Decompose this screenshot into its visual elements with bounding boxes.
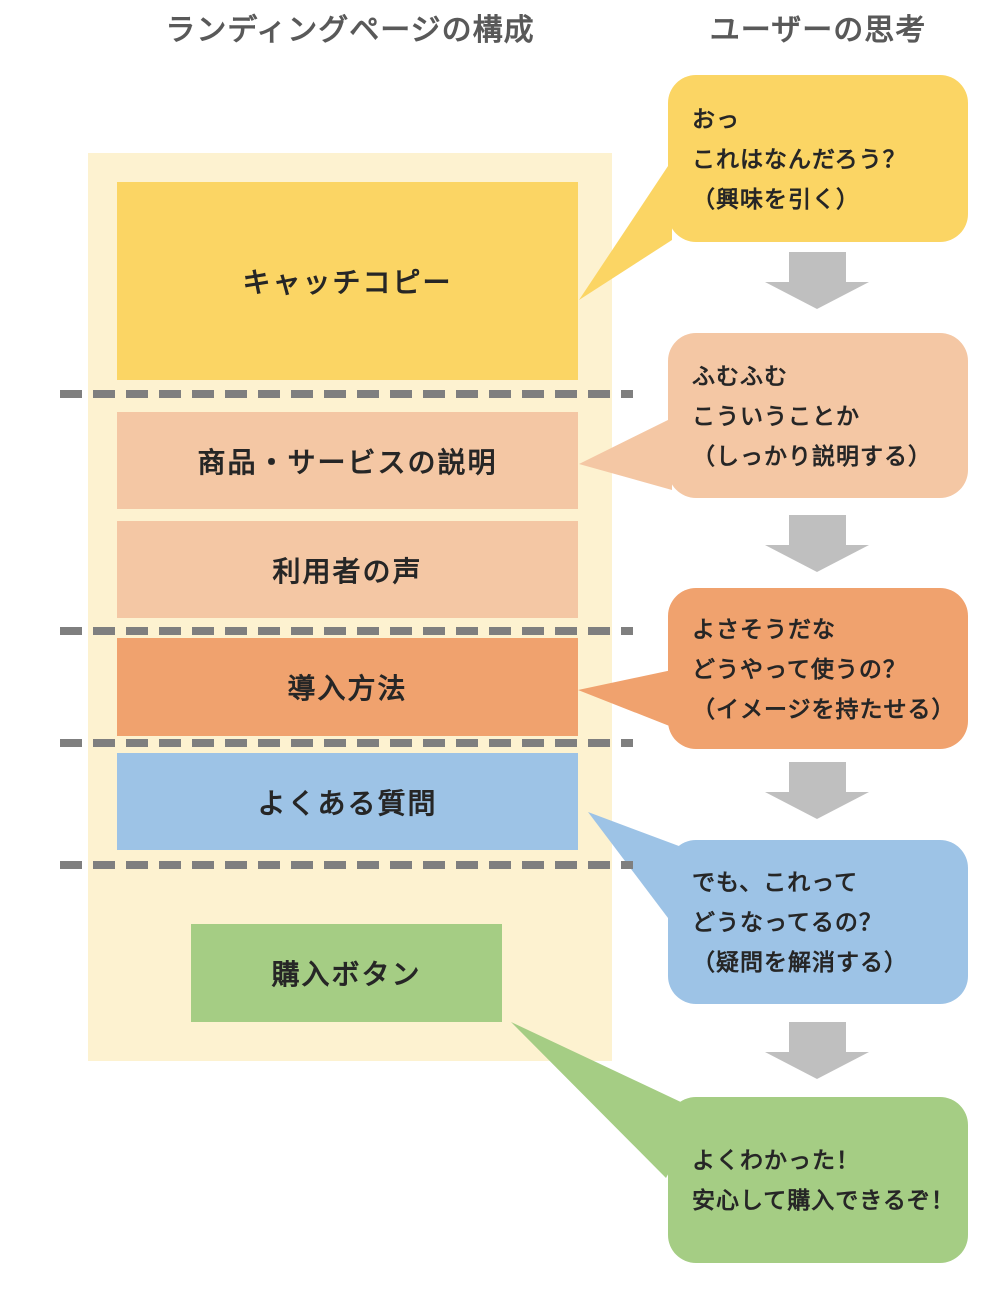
section-user-voices: 利用者の声	[117, 521, 578, 618]
thought-line: 安心して購入できるぞ！	[692, 1187, 955, 1213]
bubble-tail-catch-copy	[579, 160, 672, 300]
dashed-divider-2	[60, 627, 633, 635]
landing-page-structure-title: ランディングページの構成	[165, 14, 535, 47]
section-label: 導入方法	[287, 673, 408, 704]
thought-line: おっ	[692, 105, 740, 132]
down-arrow-2	[765, 515, 869, 572]
thought-bubble-description: ふむふむ こういうことか （しっかり説明する）	[668, 333, 968, 498]
bubble-tail-purchase	[511, 1022, 702, 1178]
user-thoughts-title: ユーザーの思考	[709, 14, 927, 47]
section-label: 利用者の声	[272, 555, 423, 587]
section-label: キャッチコピー	[242, 267, 453, 298]
thought-bubble-how-to: よさそうだな どうやって使うの？ （イメージを持たせる）	[668, 588, 968, 749]
thought-line: でも、これって	[692, 869, 859, 895]
bubble-tail-how-to	[578, 670, 672, 727]
section-purchase-button: 購入ボタン	[191, 924, 502, 1022]
thought-line: （興味を引く）	[692, 185, 860, 212]
section-label: 購入ボタン	[271, 959, 422, 990]
dashed-divider-3	[60, 739, 633, 747]
section-label: 商品・サービスの説明	[197, 446, 498, 478]
bubble-tail-description	[579, 418, 672, 490]
section-catch-copy: キャッチコピー	[117, 182, 578, 380]
section-how-to-install: 導入方法	[117, 638, 578, 736]
thought-line: よさそうだな	[692, 615, 836, 642]
thought-bubble-catch-copy: おっ これはなんだろう？ （興味を引く）	[668, 75, 968, 242]
thought-bubble-faq: でも、これって どうなってるの？ （疑問を解消する）	[668, 840, 968, 1004]
thought-line: これはなんだろう？	[692, 145, 907, 172]
thought-line: どうなってるの？	[692, 909, 883, 935]
thought-line: （疑問を解消する）	[692, 949, 908, 975]
thought-line: こういうことか	[692, 402, 860, 429]
thought-line: ふむふむ	[692, 362, 788, 389]
thought-line: よくわかった！	[692, 1147, 860, 1173]
down-arrow-3	[765, 762, 869, 819]
section-faq: よくある質問	[117, 753, 578, 850]
thought-line: （しっかり説明する）	[692, 442, 932, 469]
section-product-description: 商品・サービスの説明	[117, 412, 578, 509]
dashed-divider-1	[60, 390, 633, 398]
down-arrow-1	[765, 252, 869, 309]
thought-line: （イメージを持たせる）	[692, 695, 956, 722]
section-label: よくある質問	[257, 787, 438, 819]
thought-bubble-purchase: よくわかった！ 安心して購入できるぞ！	[668, 1097, 968, 1263]
down-arrow-4	[765, 1022, 869, 1079]
thought-line: どうやって使うの？	[692, 655, 907, 682]
dashed-divider-4	[60, 861, 633, 869]
